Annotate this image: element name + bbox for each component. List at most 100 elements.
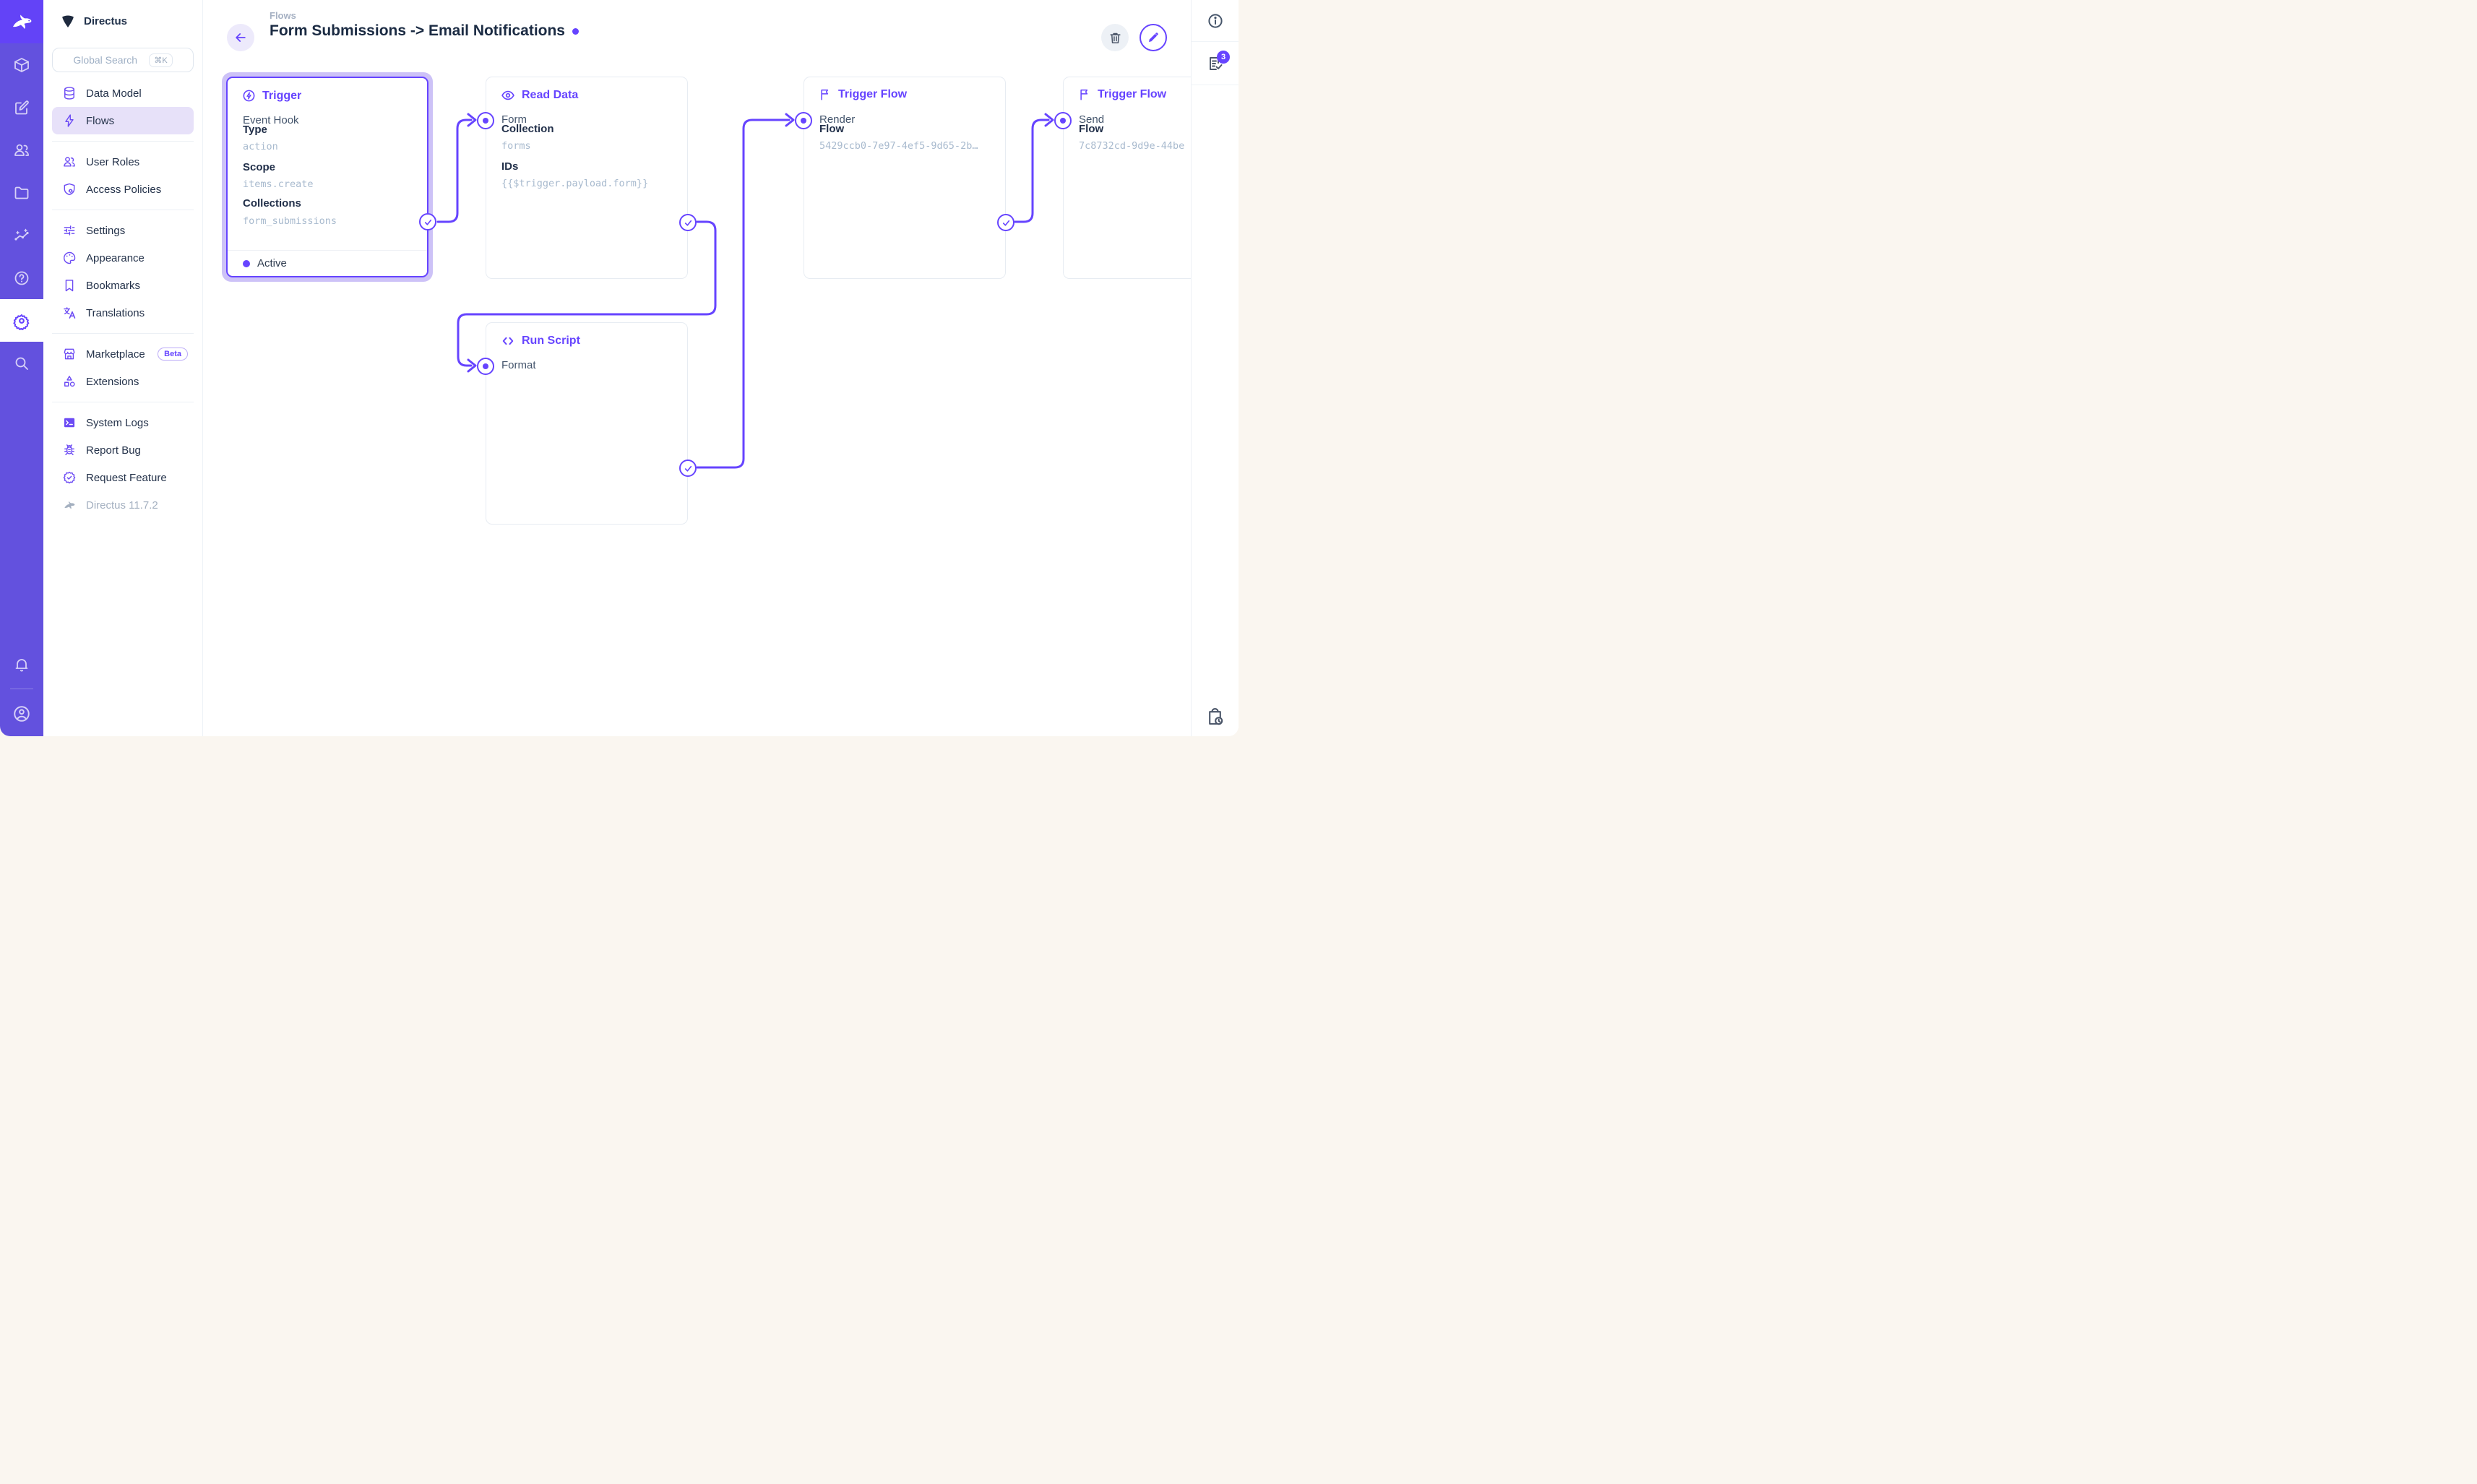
check-icon xyxy=(424,219,431,225)
field-key: Scope xyxy=(243,161,276,173)
directus-logo[interactable] xyxy=(0,0,43,43)
sidebar-item-report-bug[interactable]: Report Bug xyxy=(52,436,194,464)
sidebar-item-appearance[interactable]: Appearance xyxy=(52,244,194,272)
check-icon xyxy=(684,220,692,226)
field-value: 5429ccb0-7e97-4ef5-9d65-2b… xyxy=(819,140,978,152)
info-section[interactable] xyxy=(1192,0,1238,42)
page-title-text: Form Submissions -> Email Notifications xyxy=(270,22,565,39)
field-value: {{$trigger.payload.form}} xyxy=(501,178,649,189)
panel-subtitle: Form xyxy=(501,113,527,126)
avatar-icon xyxy=(14,705,30,722)
socket-trigger-flow-render-input[interactable] xyxy=(795,112,812,129)
gear-icon xyxy=(13,314,30,330)
field-value: items.create xyxy=(243,178,314,190)
panel-trigger-flow-render[interactable]: Trigger Flow Render Flow 5429ccb0-7e97-4… xyxy=(795,77,1015,279)
nav-list: Data Model Flows User Roles Access Polic… xyxy=(43,79,202,519)
module-users[interactable] xyxy=(0,129,43,171)
sidebar-item-system-logs[interactable]: System Logs xyxy=(52,409,194,436)
sidebar-item-label: User Roles xyxy=(86,155,140,168)
rabbit-icon xyxy=(13,14,32,29)
module-insights[interactable] xyxy=(0,214,43,256)
module-bar-bottom xyxy=(0,643,43,735)
socket-read-data-input[interactable] xyxy=(477,112,494,129)
panel-subtitle: Event Hook xyxy=(243,114,299,126)
user-avatar-button[interactable] xyxy=(0,692,43,735)
right-sidebar: 3 xyxy=(1191,0,1238,736)
sidebar-item-settings[interactable]: Settings xyxy=(52,217,194,244)
panel-title-text: Trigger xyxy=(262,89,302,102)
help-icon xyxy=(14,271,29,285)
bug-icon xyxy=(64,444,74,455)
shapes-icon xyxy=(64,376,75,387)
socket-trigger-flow-send-input[interactable] xyxy=(1054,112,1072,129)
sidebar-item-extensions[interactable]: Extensions xyxy=(52,368,194,395)
search-input[interactable] xyxy=(73,54,143,66)
module-files[interactable] xyxy=(0,171,43,214)
breadcrumb[interactable]: Flows xyxy=(270,10,296,21)
search-icon xyxy=(15,357,28,370)
bolt-icon xyxy=(65,114,74,127)
module-help[interactable] xyxy=(0,256,43,299)
sidebar-item-request-feature[interactable]: Request Feature xyxy=(52,464,194,491)
global-search[interactable]: ⌘K xyxy=(52,48,194,72)
rabbit-icon xyxy=(64,501,75,509)
module-settings[interactable] xyxy=(0,299,43,342)
module-bar xyxy=(0,0,43,736)
socket-run-script-resolve[interactable] xyxy=(679,460,697,477)
field-value: 7c8732cd-9d9e-44be xyxy=(1079,140,1185,152)
module-content[interactable] xyxy=(0,43,43,86)
sidebar-item-label: Report Bug xyxy=(86,444,141,457)
notifications-button[interactable] xyxy=(0,643,43,686)
sidebar-item-bookmarks[interactable]: Bookmarks xyxy=(52,272,194,299)
module-search[interactable] xyxy=(0,342,43,384)
socket-trigger-flow-render-resolve[interactable] xyxy=(997,214,1015,231)
nav-divider xyxy=(43,327,202,340)
panel-trigger-flow-title: Trigger Flow xyxy=(819,88,907,101)
sidebar-item-translations[interactable]: Translations xyxy=(52,299,194,327)
socket-run-script-input[interactable] xyxy=(477,358,494,375)
translate-icon xyxy=(64,307,76,319)
socket-read-data-resolve[interactable] xyxy=(679,214,697,231)
back-button[interactable] xyxy=(227,24,254,51)
socket-trigger-resolve[interactable] xyxy=(419,213,436,230)
field-value: action xyxy=(243,141,278,152)
sidebar-item-marketplace[interactable]: Marketplace Beta xyxy=(52,340,194,368)
sidebar-item-flows[interactable]: Flows xyxy=(52,107,194,134)
revisions-section[interactable] xyxy=(1192,708,1238,726)
terminal-icon xyxy=(64,418,75,428)
sidebar-item-label: Translations xyxy=(86,306,145,319)
panel-trigger[interactable]: Trigger Event Hook Type action Scope ite… xyxy=(226,77,436,277)
project-header[interactable]: Directus xyxy=(43,0,202,42)
panel-subtitle: Format xyxy=(501,359,536,371)
panel-trigger-flow-title: Trigger Flow xyxy=(1078,88,1166,101)
nav-divider xyxy=(43,395,202,409)
sidebar-item-label: Settings xyxy=(86,224,126,237)
check-icon xyxy=(1002,220,1009,226)
logs-section[interactable]: 3 xyxy=(1192,42,1238,85)
database-icon xyxy=(64,87,74,100)
sidebar-item-data-model[interactable]: Data Model xyxy=(52,79,194,107)
sidebar-item-label: Request Feature xyxy=(86,471,167,484)
panel-title-text: Trigger Flow xyxy=(1098,88,1167,100)
navigation-sidebar: Directus ⌘K Data Model Flows User Roles … xyxy=(43,0,203,736)
header: Flows Form Submissions -> Email Notifica… xyxy=(270,10,579,40)
version-label: Directus 11.7.2 xyxy=(86,499,158,512)
field-value: forms xyxy=(501,140,531,152)
folder-icon xyxy=(14,186,29,199)
module-editor[interactable] xyxy=(0,86,43,129)
delete-flow-button[interactable] xyxy=(1101,24,1129,51)
panel-subtitle: Send xyxy=(1079,113,1105,126)
sidebar-item-label: Access Policies xyxy=(86,183,162,196)
panel-read-data[interactable]: Read Data Form Collection forms IDs {{$t… xyxy=(477,77,697,279)
sidebar-item-access-policies[interactable]: Access Policies xyxy=(52,176,194,203)
panel-run-script[interactable]: Run Script Format xyxy=(477,322,697,525)
project-fan-icon xyxy=(62,15,74,27)
panel-read-data-title: Read Data xyxy=(501,88,578,103)
beta-badge: Beta xyxy=(158,348,188,361)
sidebar-item-user-roles[interactable]: User Roles xyxy=(52,148,194,176)
panel-run-script-title: Run Script xyxy=(501,334,580,348)
field-value: form_submissions xyxy=(243,215,337,227)
panel-title-text: Read Data xyxy=(522,89,579,101)
panel-subtitle: Render xyxy=(819,113,856,126)
edit-flow-button[interactable] xyxy=(1140,24,1167,51)
